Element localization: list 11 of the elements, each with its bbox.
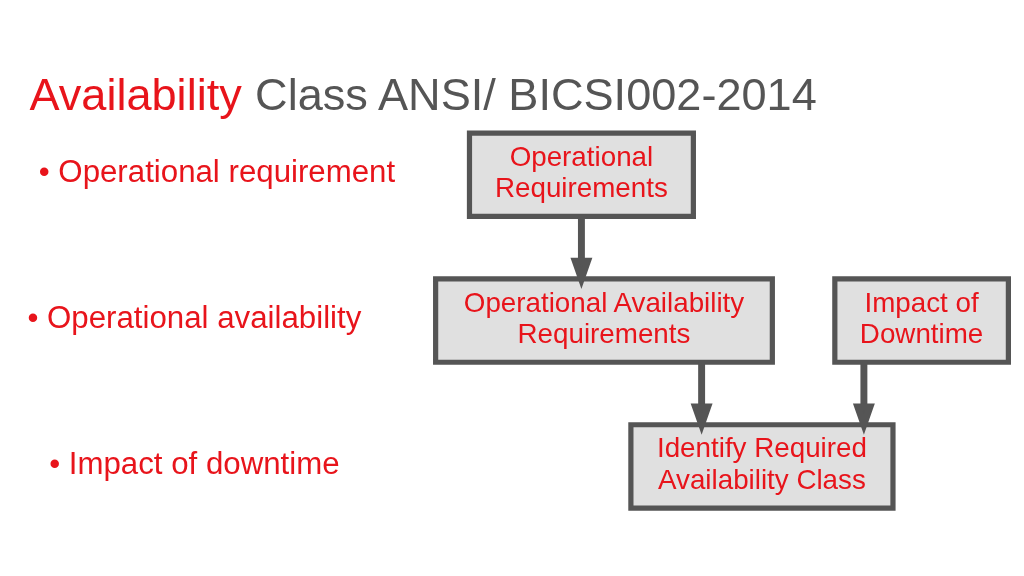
diagram-title: Availability Class ANSI/ BICSI002-2014 [29, 68, 817, 120]
node-box: Identify Required Availability Class [628, 421, 896, 511]
node-box: Operational Requirements [466, 130, 696, 219]
label: • Impact of downtime [49, 445, 340, 481]
arrow [852, 362, 875, 435]
label: • Operational requirement [38, 153, 396, 189]
node-box: Operational Availability Requirements [433, 275, 775, 365]
node-box: Impact of Downtime [832, 275, 1011, 365]
arrow [690, 362, 713, 435]
label: • Operational availability [27, 299, 362, 335]
arrow [570, 216, 593, 289]
